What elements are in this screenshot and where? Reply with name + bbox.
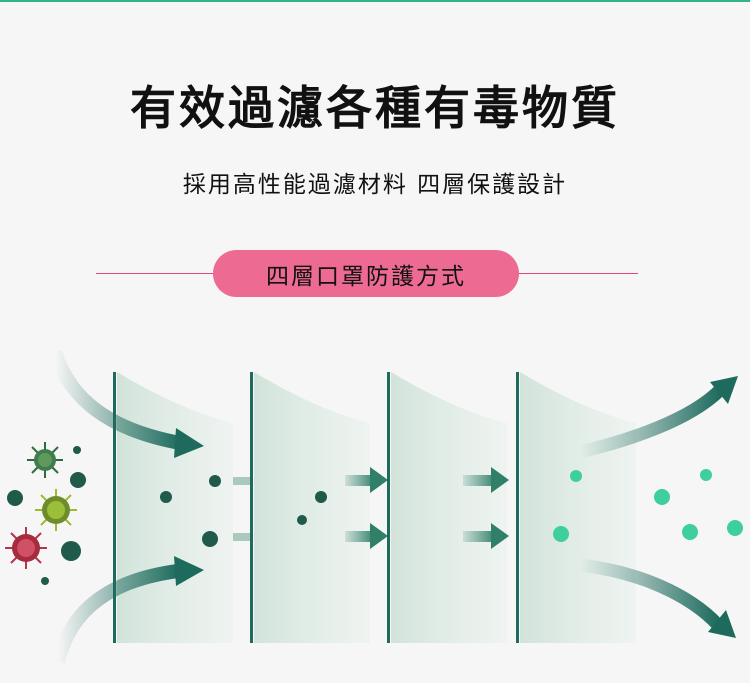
filter-layer-2 <box>250 372 370 643</box>
page-title: 有效過濾各種有毒物質 <box>130 81 620 135</box>
clean-air-particles <box>553 469 743 542</box>
transfer-arrows-3 <box>463 467 509 549</box>
incoming-arrow-top <box>48 349 204 458</box>
outgoing-arrow-bottom <box>579 558 736 638</box>
top-accent-line <box>0 0 750 2</box>
filter-layer-1 <box>113 372 233 643</box>
outgoing-arrow-top <box>578 376 738 459</box>
filter-layer-3 <box>387 372 507 643</box>
filter-layer-4 <box>516 372 636 643</box>
divider-right <box>515 273 638 274</box>
transfer-arrows-1 <box>233 477 250 541</box>
incoming-arrow-bottom <box>51 556 204 664</box>
pollutant-particles <box>7 446 86 585</box>
virus-icon-green <box>27 442 63 478</box>
transfer-arrows-2 <box>345 467 388 549</box>
divider-left <box>96 273 218 274</box>
virus-icon-olive <box>35 489 77 531</box>
virus-icon-red <box>5 527 47 569</box>
section-badge: 四層口罩防護方式 <box>213 250 519 297</box>
captured-particles <box>160 475 327 547</box>
page-subtitle: 採用高性能過濾材料 四層保護設計 <box>182 172 568 198</box>
